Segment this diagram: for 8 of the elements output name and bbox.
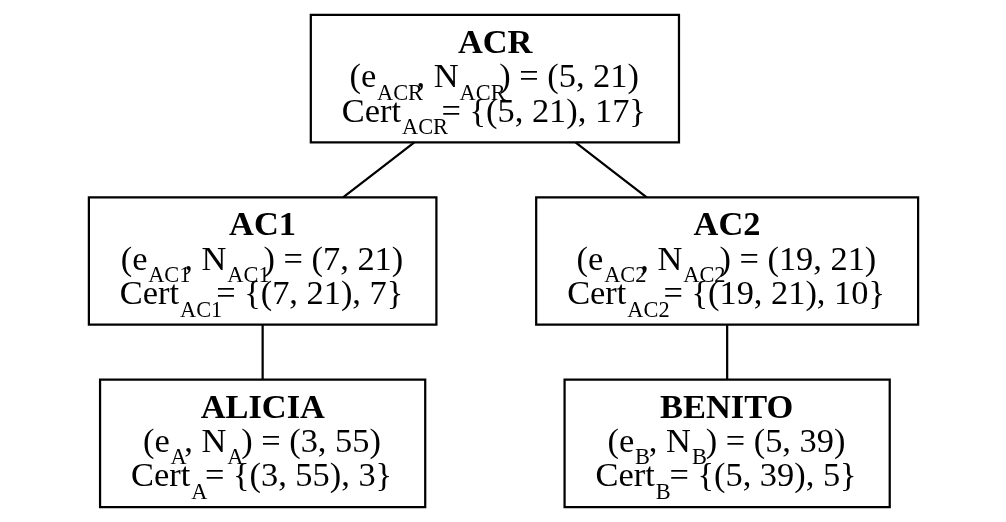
connector (574, 141, 647, 199)
connector (341, 141, 415, 199)
node-box: ACR (e$_{ACR}$, N$_{ACR}$) = (5, 21) Cert$_{ACR}$= {(5, 21), 17} (309, 13, 680, 144)
connector (261, 324, 264, 380)
node-box: BENITO (e$_{B}$, N$_{B}$) = (5, 39) Cert$_{B}$= {(5, 39), 5} (562, 378, 891, 509)
connector (725, 324, 728, 380)
node-box: ALICIA (e$_{A}$, N$_{A}$) = (3, 55) Cert$_{A}$= {(3, 55), 3} (98, 378, 426, 509)
node-box: AC1 (e$_{AC1}$, N$_{AC1}$) = (7, 21) Cert$_{AC1}$= {(7, 21), 7} (87, 196, 437, 326)
